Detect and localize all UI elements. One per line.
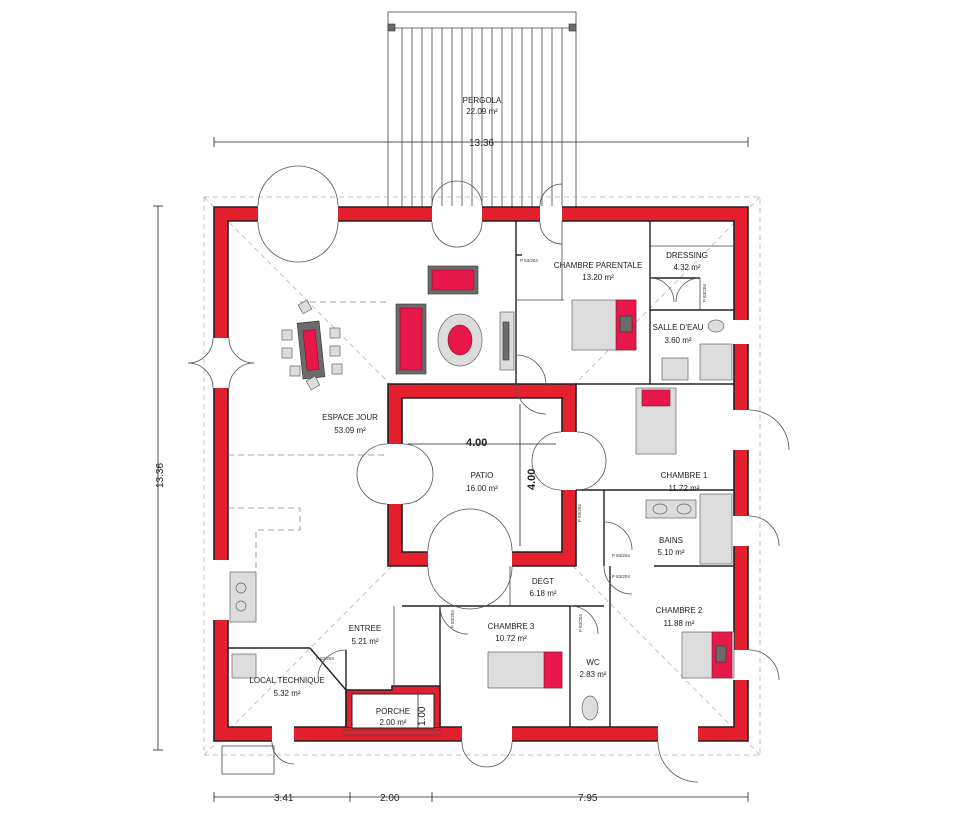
- room-area-entree: 5.21 m²: [351, 637, 378, 646]
- dimension-patio-width: 4.00: [466, 437, 487, 449]
- room-area-dressing: 4.32 m²: [673, 263, 700, 272]
- toilet: [707, 319, 725, 333]
- water-heater: [231, 653, 257, 679]
- room-name-pergola: PERGOLA: [463, 96, 502, 105]
- toilet-wc: [581, 695, 599, 721]
- dimension-patio-height: 4.00: [526, 469, 538, 490]
- room-name-local-technique: LOCAL TECHNIQUE: [249, 676, 324, 685]
- room-name-dressing: DRESSING: [666, 251, 708, 260]
- door-tag: P 83/204: [520, 258, 538, 263]
- door-tag: P 83/204: [578, 614, 583, 632]
- room-name-wc: WC: [586, 658, 600, 667]
- dimension-bottom: 3.41 2.00 7.95: [213, 792, 749, 804]
- room-name-entree: ENTREE: [349, 624, 381, 633]
- pergola-post: [387, 23, 396, 32]
- dimension-left: 13.36: [153, 205, 166, 751]
- room-area-chambre-parentale: 13.20 m²: [582, 273, 614, 282]
- shower: [699, 343, 733, 381]
- room-name-chambre-3: CHAMBRE 3: [488, 622, 535, 631]
- room-name-salle-eau: SALLE D'EAU: [653, 323, 704, 332]
- room-area-porche: 2.00 m²: [379, 718, 406, 727]
- room-area-pergola: 22.09 m²: [466, 107, 498, 116]
- room-name-patio: PATIO: [471, 471, 494, 480]
- room-area-degt: 6.18 m²: [529, 589, 556, 598]
- dimension-bottom-right: 7.95: [578, 793, 598, 804]
- patio-dimensions: 4.00 4.00: [408, 404, 556, 546]
- door-tags: P 83/204 P 83/204 P 83/204 P 83/204 P 83…: [316, 258, 707, 661]
- door-tag: P 83/204: [577, 504, 582, 522]
- dimension-top: 13.36: [213, 137, 749, 149]
- room-area-chambre-3: 10.72 m²: [495, 634, 527, 643]
- room-area-bains: 5.10 m²: [657, 548, 684, 557]
- door-tag: P 83/204: [450, 610, 455, 628]
- dimension-bottom-mid: 2.00: [380, 793, 400, 804]
- room-area-patio: 16.00 m²: [466, 484, 498, 493]
- door-tag: P 83/204: [612, 574, 630, 579]
- furniture: [221, 265, 735, 775]
- dimension-porch-label: 1.00: [417, 706, 428, 726]
- dimension-left-label: 13.36: [155, 463, 166, 488]
- room-name-porche: PORCHE: [376, 707, 410, 716]
- wall-openings: [213, 206, 749, 742]
- doors: [187, 165, 790, 783]
- roof-outline: [203, 196, 761, 756]
- pergola-post: [568, 23, 577, 32]
- room-name-degt: DEGT: [532, 577, 554, 586]
- exterior-unit: [221, 745, 275, 775]
- pergola: PERGOLA 22.09 m²: [387, 11, 577, 213]
- room-name-chambre-2: CHAMBRE 2: [656, 606, 703, 615]
- room-area-chambre-1: 11.72 m²: [669, 484, 700, 493]
- room-name-bains: BAINS: [659, 536, 683, 545]
- room-area-salle-eau: 3.60 m²: [664, 336, 691, 345]
- room-name-chambre-parentale: CHAMBRE PARENTALE: [554, 261, 643, 270]
- dimension-bottom-left: 3.41: [274, 793, 294, 804]
- room-area-local-technique: 5.32 m²: [273, 689, 300, 698]
- room-area-wc: 2.83 m²: [579, 670, 606, 679]
- room-name-chambre-1: CHAMBRE 1: [661, 471, 708, 480]
- porch: PORCHE 2.00 m² 1.00: [342, 685, 442, 736]
- bathtub: [699, 493, 733, 565]
- dimension-top-label: 13.36: [469, 138, 494, 149]
- room-labels: ESPACE JOUR 53.09 m² CHAMBRE PARENTALE 1…: [249, 251, 707, 698]
- room-area-espace-jour: 53.09 m²: [334, 426, 366, 435]
- sink: [661, 357, 689, 381]
- door-tag: P 83/204: [702, 284, 707, 302]
- door-tag: P 83/204: [612, 553, 630, 558]
- room-name-espace-jour: ESPACE JOUR: [322, 413, 378, 422]
- door-tag: P 83/204: [316, 656, 334, 661]
- room-area-chambre-2: 11.88 m²: [664, 619, 695, 628]
